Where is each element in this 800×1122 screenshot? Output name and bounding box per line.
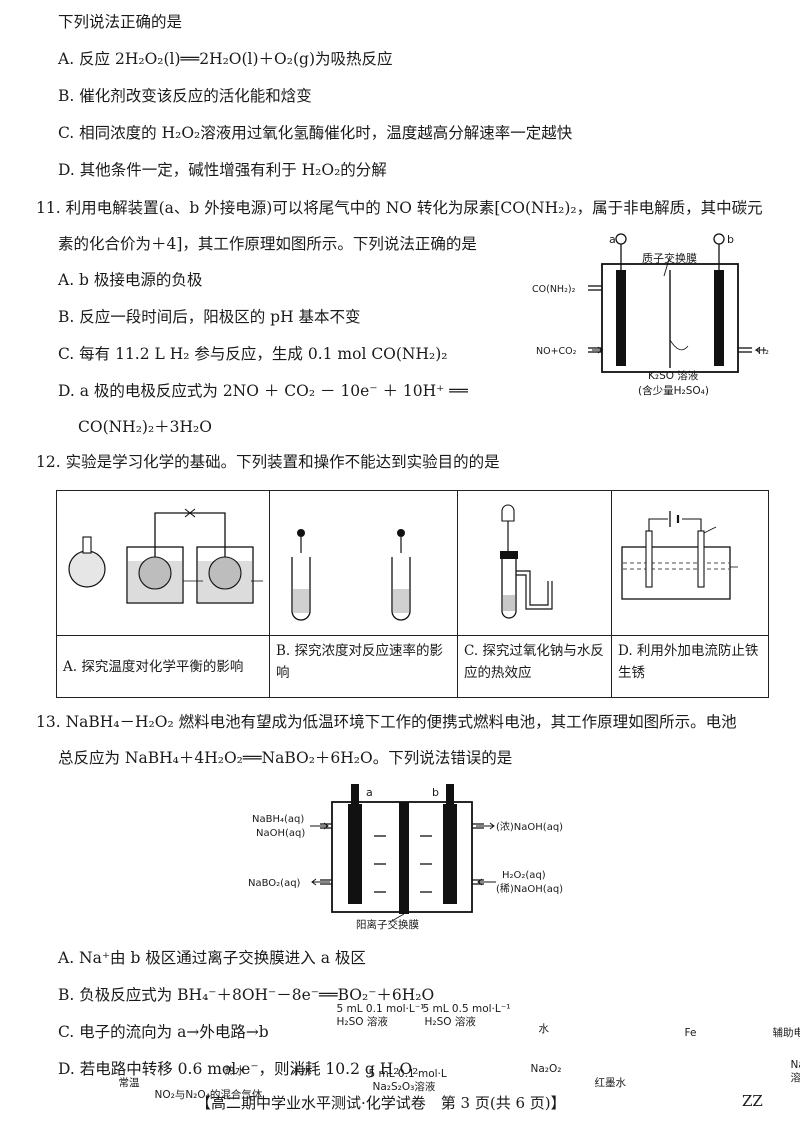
label-urea: CO(NH₂)₂ <box>532 284 576 295</box>
cell-c-figure: 水 Na₂O₂ 红墨水 <box>457 490 626 1089</box>
label-gas-mixture: NO₂与N₂O₄的混合气体 <box>154 1088 263 1101</box>
label-b-acid1: H₂SO 溶液 <box>336 1015 388 1028</box>
page-footer-code: ZZ <box>742 1092 763 1110</box>
label-room-temp: 常温 <box>118 1076 140 1089</box>
cation-membrane <box>399 802 409 914</box>
q10-option-d: D. 其他条件一定，碱性增强有利于 H₂O₂的分解 <box>58 161 387 179</box>
label-c-red-ink: 红墨水 <box>594 1076 627 1089</box>
q13-fuel-cell-diagram: a b NaBH₄(aq) NaOH(aq) NaBO₂(aq) (浓)NaOH… <box>248 784 563 931</box>
label-no-co2: NO+CO₂ <box>536 346 577 357</box>
electrode-a <box>348 804 362 904</box>
label-nabh4: NaBH₄(aq) <box>252 814 304 825</box>
label-solution: K₂SO 溶液 <box>648 369 699 382</box>
cell-a-figure: 常温 热水 冰水 NO₂与N₂O₄的混合气体 <box>56 490 312 1101</box>
q12-experiment-table: 常温 热水 冰水 NO₂与N₂O₄的混合气体 5 mL 0.1 mol·L⁻¹ … <box>56 490 800 1101</box>
q13-option-c: C. 电子的流向为 a→外电路→b <box>58 1023 269 1041</box>
label-nabo2: NaBO₂(aq) <box>248 878 301 889</box>
label-dilute-naoh: (稀)NaOH(aq) <box>496 882 563 895</box>
label-hot-water: 热水 <box>224 1064 246 1077</box>
q11-electrolysis-diagram: a b 质子交换膜 CO(NH₂)₂ NO+CO₂ H₂ K₂SO 溶液 (含少… <box>532 233 769 397</box>
q11-option-a: A. b 极接电源的负极 <box>58 271 203 289</box>
label-cation-membrane: 阳离子交换膜 <box>356 918 419 931</box>
apparatus-a-icon <box>68 508 263 604</box>
q11-option-c: C. 每有 11.2 L H₂ 参与反应，生成 0.1 mol CO(NH₂)₂ <box>58 345 448 363</box>
label-d-solution: 溶液 <box>790 1071 800 1084</box>
label-h2: H₂ <box>758 346 769 357</box>
label-b-thiosulfate-conc: 5 mL 0.1 mol·L <box>368 1067 447 1080</box>
caption-d: D. 利用外加电流防止铁生锈 <box>611 635 769 698</box>
label-b: b <box>727 233 734 246</box>
label-solution-note: (含少量H₂SO₄) <box>638 384 709 397</box>
terminal-a-icon <box>615 233 627 245</box>
q13-option-a: A. Na⁺由 b 极区通过离子交换膜进入 a 极区 <box>58 949 366 967</box>
label-ice-water: 冰水 <box>290 1064 312 1077</box>
apparatus-c-icon <box>500 504 553 619</box>
label-b-thiosulfate: Na₂S₂O₃溶液 <box>372 1080 436 1093</box>
q10-option-b: B. 催化剂改变该反应的活化能和焓变 <box>58 87 312 105</box>
cell-b-figure: 5 mL 0.1 mol·L⁻¹ H₂SO 溶液 5 mL 0.5 mol·L⁻… <box>269 490 510 1093</box>
q10-option-a: A. 反应 2H₂O₂(l)══2H₂O(l)＋O₂(g)为吸热反应 <box>58 50 393 68</box>
electrode-b <box>714 270 724 366</box>
apparatus-d-icon <box>621 511 738 600</box>
label-d-aux-electrode: 辅助电极 <box>772 1026 800 1039</box>
q13-option-b: B. 负极反应式为 BH₄⁻＋8OH⁻－8e⁻══BO₂⁻＋6H₂O <box>58 986 435 1004</box>
label-c-na2o2: Na₂O₂ <box>530 1062 562 1075</box>
label-b-acid2-conc: 5 mL 0.5 mol·L⁻¹ <box>422 1002 511 1015</box>
label-d-nacl: NaCl <box>790 1058 800 1071</box>
q10-option-c: C. 相同浓度的 H₂O₂溶液用过氧化氢酶催化时，温度越高分解速率一定越快 <box>58 124 573 142</box>
q11-stem-line1: 11. 利用电解装置(a、b 外接电源)可以将尾气中的 NO 转化为尿素[CO(… <box>36 199 763 217</box>
label-naoh-left: NaOH(aq) <box>256 828 305 839</box>
label-c-water: 水 <box>538 1022 550 1035</box>
q13-stem-line1: 13. NaBH₄－H₂O₂ 燃料电池有望成为低温环境下工作的便携式燃料电池，其… <box>36 713 737 731</box>
q10-stem: 下列说法正确的是 <box>58 13 183 31</box>
q11-option-d: D. a 极的电极反应式为 2NO ＋ CO₂ － 10e⁻ ＋ 10H⁺ ══ <box>58 382 468 400</box>
label-d-fe: Fe <box>684 1026 697 1039</box>
label-a: a <box>609 233 616 246</box>
label-a: a <box>366 786 373 799</box>
label-b: b <box>432 786 439 799</box>
cell-d-figure: Fe 辅助电极 NaCl 溶液 <box>611 490 800 1084</box>
q12-stem: 12. 实验是学习化学的基础。下列装置和操作不能达到实验目的的是 <box>36 453 500 471</box>
q11-option-d-cont: CO(NH₂)₂＋3H₂O <box>78 418 212 436</box>
q11-stem-line2: 素的化合价为＋4]，其工作原理如图所示。下列说法正确的是 <box>58 235 477 253</box>
q11-option-b: B. 反应一段时间后，阳极区的 pH 基本不变 <box>58 308 361 326</box>
caption-a: A. 探究温度对化学平衡的影响 <box>56 635 270 698</box>
apparatus-b-icon <box>291 529 411 621</box>
label-h2o2: H₂O₂(aq) <box>502 870 546 881</box>
label-b-acid1-conc: 5 mL 0.1 mol·L⁻¹ <box>336 1002 425 1015</box>
caption-c: C. 探究过氧化钠与水反应的热效应 <box>457 635 612 698</box>
q13-stem-line2: 总反应为 NaBH₄＋4H₂O₂══NaBO₂＋6H₂O。下列说法错误的是 <box>58 749 513 767</box>
membrane-label: 质子交换膜 <box>642 251 697 265</box>
page-footer-title: 【高二期中学业水平测试·化学试卷 第 3 页(共 6 页)】 <box>196 1094 566 1112</box>
label-conc-naoh: (浓)NaOH(aq) <box>496 821 563 833</box>
label-b-acid2: H₂SO 溶液 <box>424 1015 476 1028</box>
electrode-a <box>616 270 626 366</box>
q13-option-d: D. 若电路中转移 0.6 mol e⁻，则消耗 10.2 g H₂O₂ <box>58 1060 419 1078</box>
caption-b: B. 探究浓度对反应速率的影响 <box>269 635 458 698</box>
terminal-b-icon <box>713 233 725 245</box>
electrode-b <box>443 804 457 904</box>
